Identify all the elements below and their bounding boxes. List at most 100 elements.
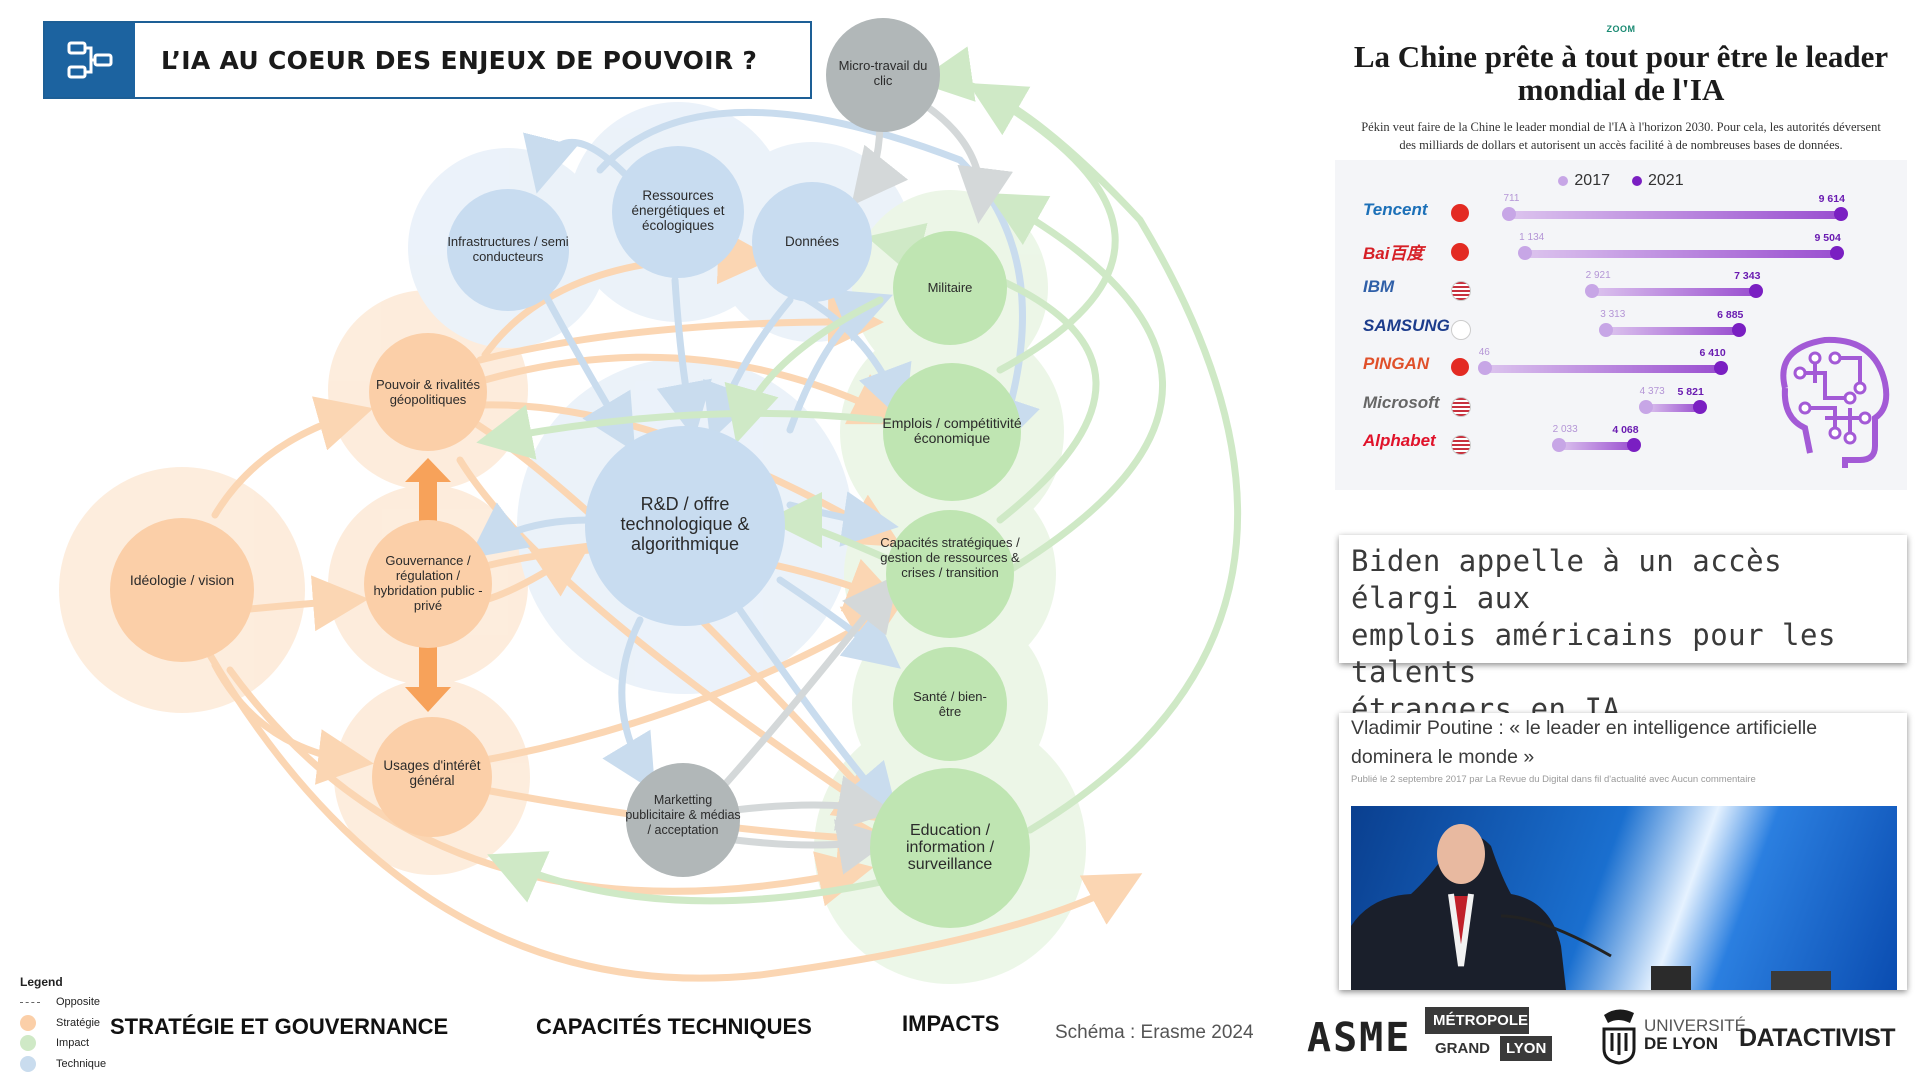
label-pouvoir: Pouvoir & rivalités géopolitiques: [375, 377, 481, 407]
biden-article-card: Biden appelle à un accès élargi aux empl…: [1339, 535, 1907, 726]
flag-icon: [1451, 435, 1471, 455]
label-capacites: Capacités stratégiques / gestion de ress…: [880, 535, 1020, 580]
node-ideologie: [110, 518, 254, 662]
marker-2017: [1518, 245, 1533, 260]
range-bar: [1558, 442, 1635, 450]
marker-2017: [1502, 207, 1517, 221]
value-label-2021: 9 614: [1818, 193, 1845, 205]
title-banner: L’IA AU COEUR DES ENJEUX DE POUVOIR ?: [43, 21, 812, 99]
chart-row-pingan: PINGAN 46 6 410: [1335, 347, 1907, 387]
label-ressources: Ressources énergétiques et écologiques: [631, 188, 725, 233]
lion-icon: [1602, 1009, 1636, 1065]
marker-2021: [1692, 399, 1707, 414]
poutine-article-card: Vladimir Poutine : « le leader en intell…: [1339, 713, 1907, 990]
marker-2021: [1732, 322, 1747, 337]
speaker-photo: [1351, 806, 1897, 990]
marker-2017: [1477, 361, 1492, 375]
poutine-meta: Publié le 2 septembre 2017 par La Revue …: [1351, 774, 1756, 785]
legend-impact: Impact: [20, 1033, 106, 1054]
flag-icon: [1451, 358, 1469, 376]
value-label-2021: 7 343: [1734, 270, 1761, 282]
range-bar: [1509, 211, 1841, 219]
node-donnees: [752, 182, 872, 302]
marker-2017: [1638, 399, 1653, 414]
article-kicker: ZOOM: [1606, 24, 1636, 34]
biden-line-2: emplois américains pour les talents: [1351, 618, 1836, 689]
legend-technique: Technique: [20, 1054, 106, 1075]
range-bar: [1591, 288, 1757, 296]
node-rd: [585, 426, 785, 626]
value-label-2017: 4 373: [1639, 385, 1665, 397]
diagram-legend: Legend Opposite Stratégie Impact Techniq…: [20, 975, 106, 1074]
label-education: Education / information / surveillance: [905, 822, 995, 873]
label-militaire: Militaire: [927, 280, 973, 295]
flag-icon: [1451, 396, 1471, 417]
label-micro-travail: Micro-travail du clic: [838, 58, 928, 88]
marker-2021: [1833, 207, 1848, 221]
universite-lyon-logo: UNIVERSITÉ DE LYON: [1600, 1005, 1746, 1065]
chart-legend: 2017 2021: [1335, 172, 1907, 190]
brand-label: Alphabet: [1363, 431, 1436, 450]
brand-label: Bai百度: [1363, 243, 1424, 263]
value-label-2017: 46: [1478, 347, 1490, 358]
nodes: [110, 18, 1030, 928]
legend-title: Legend: [20, 975, 63, 989]
value-label-2021: 6 885: [1717, 308, 1744, 321]
marker-2021: [1829, 245, 1844, 260]
label-marketing: Marketting publicitaire & médias / accep…: [625, 793, 741, 837]
node-emplois: [883, 363, 1021, 501]
china-article-card: ZOOM La Chine prête à tout pour être le …: [1335, 18, 1907, 490]
value-label-2021: 5 821: [1677, 385, 1704, 398]
value-label-2021: 6 410: [1699, 347, 1726, 359]
metropole-logo: MÉTROPOLE GRAND LYON: [1425, 1007, 1553, 1061]
datactivist-logo: DATACTIVIST: [1739, 1024, 1896, 1052]
range-bar: [1645, 403, 1700, 412]
value-label-2021: 4 068: [1612, 424, 1639, 436]
node-ressources: [612, 146, 744, 278]
range-bar: [1484, 365, 1722, 373]
label-rd: R&D / offre technologique & algorithmiqu…: [620, 494, 750, 554]
article-subtitle: Pékin veut faire de la Chine le leader m…: [1361, 120, 1881, 152]
range-bar: [1606, 326, 1740, 335]
poutine-title-line-2: dominera le monde »: [1351, 746, 1535, 768]
column-label-strategie: STRATÉGIE ET GOUVERNANCE: [110, 1014, 449, 1039]
flag-icon: [1451, 242, 1469, 261]
brand-label: PINGAN: [1363, 354, 1430, 373]
node-gouvernance: [364, 520, 492, 648]
marker-2021: [1627, 438, 1642, 452]
flag-icon: [1451, 281, 1471, 301]
legend-2021: 2021: [1632, 172, 1684, 190]
article-title: La Chine prête à tout pour être le leade…: [1353, 39, 1889, 107]
node-usages: [372, 717, 492, 837]
page-title: L’IA AU COEUR DES ENJEUX DE POUVOIR ?: [161, 45, 758, 75]
chart-row-alphabet: Alphabet 2 033 4 068: [1335, 424, 1907, 464]
value-label-2017: 2 921: [1585, 270, 1611, 281]
legend-2017: 2017: [1558, 172, 1610, 190]
flag-icon: [1451, 319, 1471, 340]
value-label-2017: 2 033: [1552, 424, 1578, 435]
marker-2017: [1584, 284, 1599, 298]
label-usages: Usages d'intérêt général: [383, 758, 481, 788]
label-donnees: Données: [784, 234, 840, 249]
node-pouvoir: [369, 333, 487, 451]
flag-icon: [1451, 204, 1469, 222]
biden-line-1: Biden appelle à un accès élargi aux: [1351, 544, 1783, 615]
node-infrastructures: [447, 189, 569, 311]
marker-2017: [1551, 438, 1566, 452]
brand-label: IBM: [1363, 277, 1395, 296]
node-education: [870, 768, 1030, 928]
column-label-capacites: CAPACITÉS TECHNIQUES: [536, 1014, 812, 1039]
power-diagram: [59, 18, 1242, 984]
value-label-2021: 9 504: [1814, 231, 1841, 244]
value-label-2017: 3 313: [1600, 308, 1626, 320]
brand-label: Tencent: [1363, 200, 1428, 219]
label-emplois: Emplois / compétitivité économique: [882, 415, 1022, 446]
node-micro-travail: [826, 18, 940, 132]
asme-logo: ASME: [1307, 1015, 1412, 1061]
node-militaire: [893, 231, 1007, 345]
